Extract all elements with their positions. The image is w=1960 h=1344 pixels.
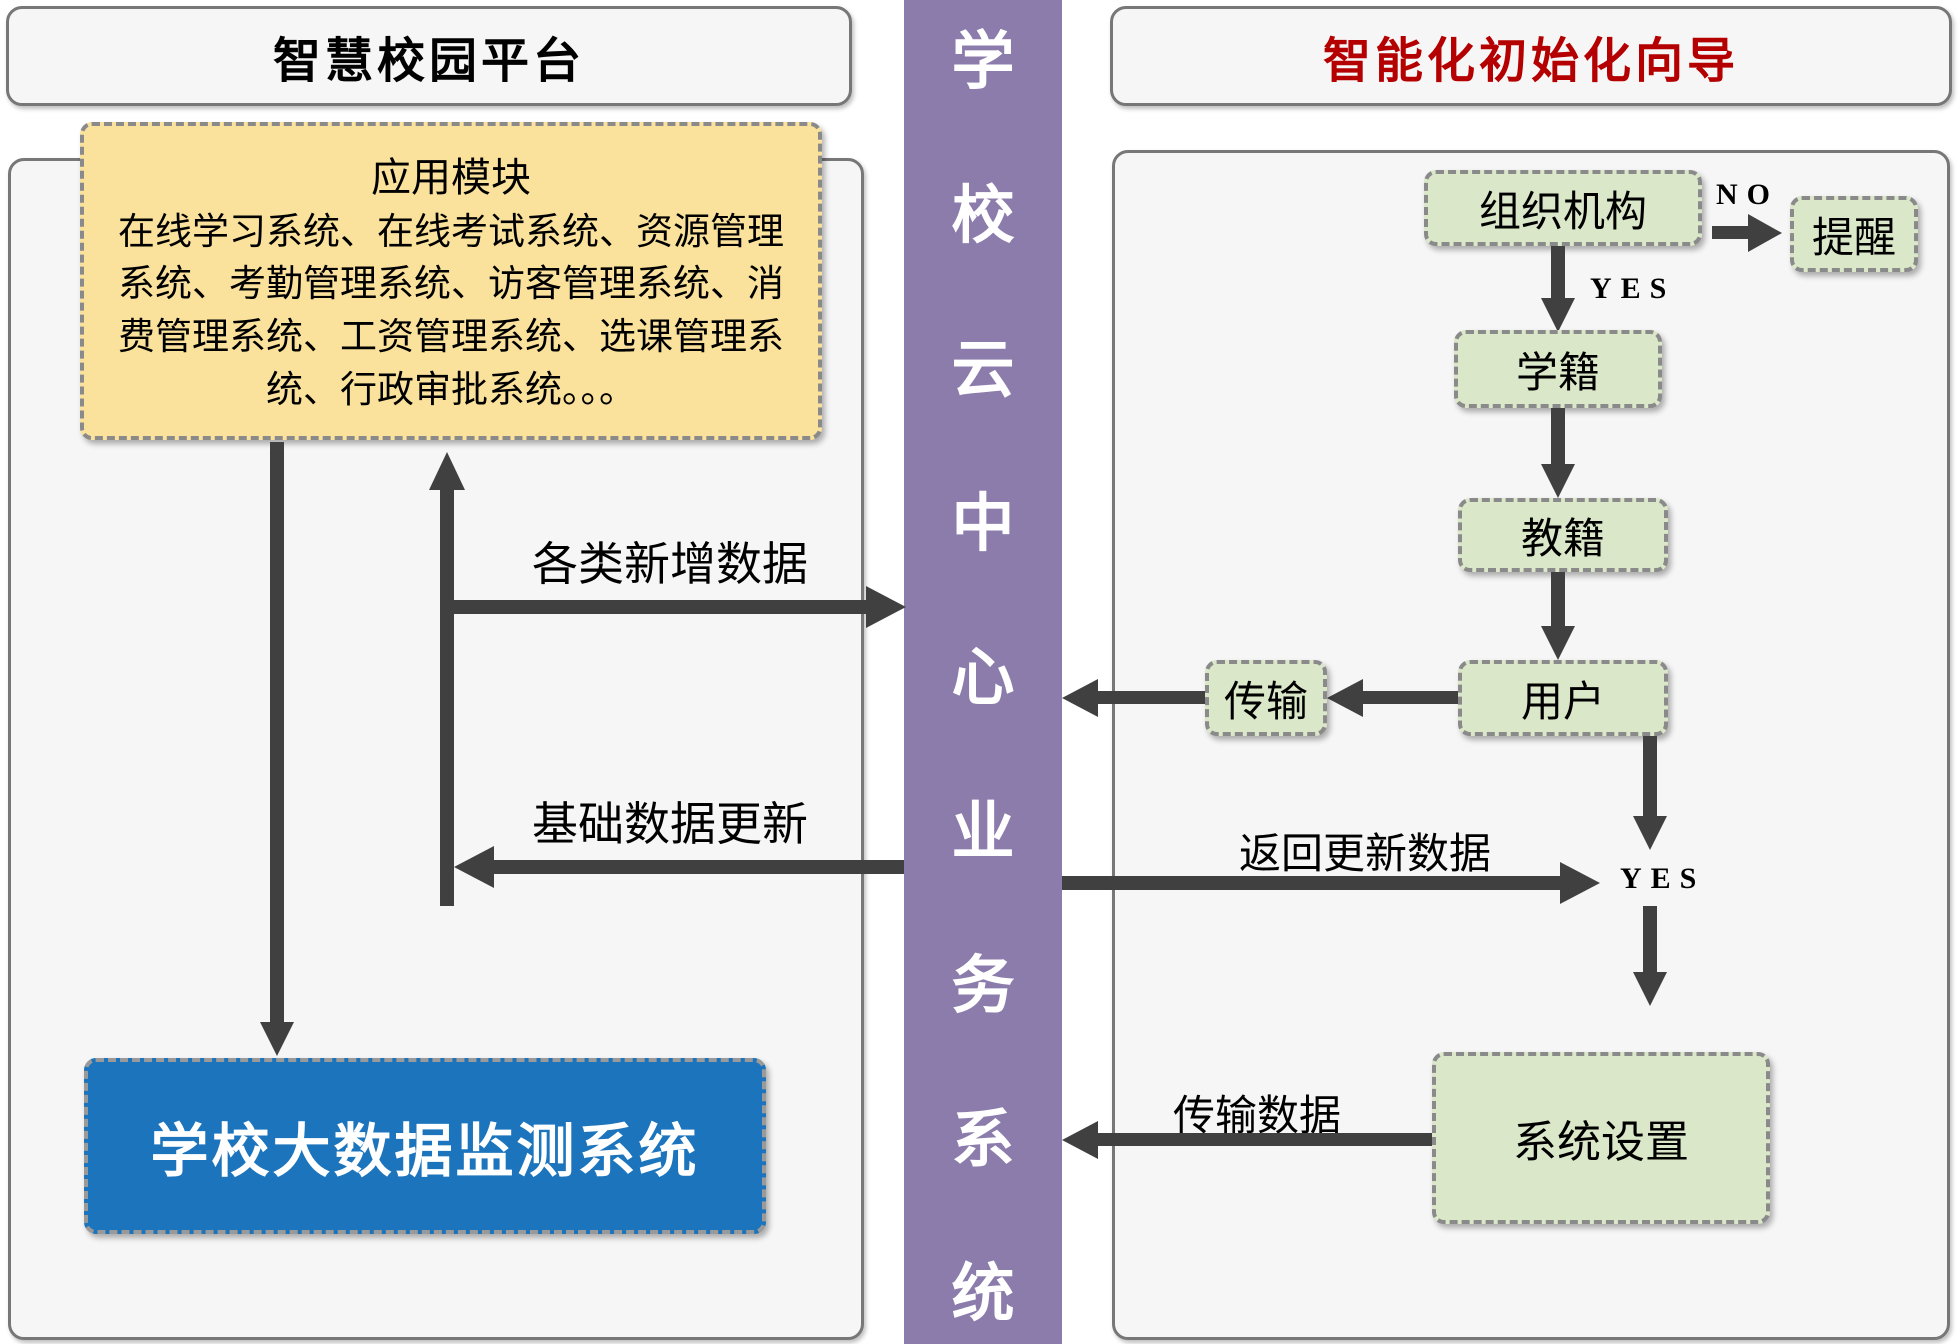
base-update-arrow-head bbox=[454, 846, 494, 888]
node-system-settings-label: 系统设置 bbox=[1513, 1118, 1689, 1167]
return-update-arrow-shaft bbox=[1062, 876, 1560, 890]
base-update-arrow-shaft bbox=[494, 860, 904, 874]
new-data-arrow-shaft bbox=[447, 600, 867, 614]
cloud-center-bar: 学校云中心业务系统 bbox=[904, 0, 1062, 1344]
arrow-student-to-teacher-head bbox=[1541, 464, 1575, 498]
node-organization: 组织机构 bbox=[1424, 170, 1702, 246]
transfer-data-label: 传输数据 bbox=[1172, 1094, 1341, 1140]
arrow-user-to-yes-shaft bbox=[1643, 736, 1657, 816]
cloud-center-title: 学校云中心业务系统 bbox=[951, 26, 1015, 1329]
arrow-user-to-yes-head bbox=[1633, 816, 1667, 850]
arrow-yes-to-settings-head bbox=[1633, 972, 1667, 1006]
base-update-label: 基础数据更新 bbox=[532, 799, 808, 850]
app-module-title: 应用模块 bbox=[371, 154, 531, 200]
node-student-status: 学籍 bbox=[1454, 330, 1662, 408]
no-label: NO bbox=[1716, 178, 1779, 211]
return-update-label: 返回更新数据 bbox=[1238, 832, 1491, 878]
new-data-arrow-head bbox=[866, 586, 906, 628]
node-system-settings: 系统设置 bbox=[1432, 1052, 1770, 1224]
arrow-transfer-to-cloud-shaft bbox=[1098, 691, 1205, 704]
arrow-update-into-appmodule-shaft bbox=[440, 490, 454, 906]
arrow-org-to-student-head bbox=[1541, 298, 1575, 332]
arrow-yes-to-settings-shaft bbox=[1643, 906, 1657, 972]
arrow-student-to-teacher-shaft bbox=[1551, 408, 1565, 464]
arrow-user-to-transfer-shaft bbox=[1363, 691, 1458, 704]
arrow-teacher-to-user-shaft bbox=[1551, 572, 1565, 626]
left-panel-header: 智慧校园平台 bbox=[6, 6, 852, 106]
big-data-system-box: 学校大数据监测系统 bbox=[84, 1058, 766, 1234]
app-module-box: 应用模块 在线学习系统、在线考试系统、资源管理系统、考勤管理系统、访客管理系统、… bbox=[80, 122, 822, 440]
node-student-status-label: 学籍 bbox=[1515, 350, 1600, 397]
node-user: 用户 bbox=[1458, 660, 1668, 736]
arrow-org-to-reminder-head bbox=[1748, 214, 1782, 252]
new-data-label: 各类新增数据 bbox=[532, 539, 808, 590]
node-reminder: 提醒 bbox=[1790, 196, 1918, 272]
node-organization-label: 组织机构 bbox=[1478, 189, 1647, 236]
arrow-transfer-to-cloud-head bbox=[1062, 679, 1098, 717]
arrow-org-to-student-shaft bbox=[1551, 246, 1565, 298]
big-data-system-label: 学校大数据监测系统 bbox=[150, 1119, 700, 1184]
arrow-settings-to-cloud-head bbox=[1062, 1121, 1098, 1159]
arrow-update-into-appmodule-head bbox=[429, 452, 465, 490]
left-panel-title: 智慧校园平台 bbox=[272, 35, 585, 88]
yes-mid-label: YES bbox=[1620, 862, 1706, 895]
right-panel-title: 智能化初始化向导 bbox=[1322, 35, 1739, 88]
node-user-label: 用户 bbox=[1520, 679, 1605, 726]
return-update-arrow-head bbox=[1560, 862, 1600, 904]
node-transfer-label: 传输 bbox=[1223, 679, 1308, 726]
app-module-list: 在线学习系统、在线考试系统、资源管理系统、考勤管理系统、访客管理系统、消费管理系… bbox=[118, 211, 784, 411]
arrow-user-to-transfer-head bbox=[1327, 679, 1363, 717]
arrow-appmodule-to-bigdata-shaft bbox=[270, 442, 284, 1022]
node-teacher-status-label: 教籍 bbox=[1520, 516, 1605, 563]
right-panel-header: 智能化初始化向导 bbox=[1110, 6, 1952, 106]
arrow-settings-to-cloud-shaft bbox=[1098, 1133, 1432, 1146]
node-teacher-status: 教籍 bbox=[1458, 498, 1668, 572]
yes-top-label: YES bbox=[1590, 272, 1676, 305]
node-transfer: 传输 bbox=[1205, 660, 1327, 736]
arrow-teacher-to-user-head bbox=[1541, 626, 1575, 660]
arrow-appmodule-to-bigdata-head bbox=[260, 1022, 294, 1056]
node-reminder-label: 提醒 bbox=[1811, 215, 1896, 262]
arrow-org-to-reminder-shaft bbox=[1712, 226, 1750, 239]
